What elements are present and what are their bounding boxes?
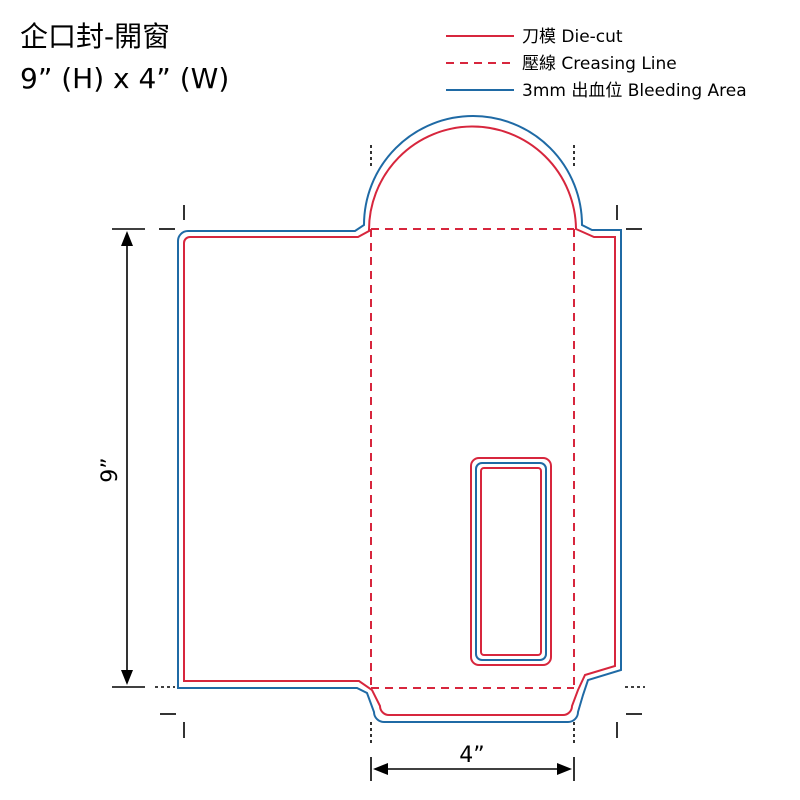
legend-bleed-label: 3mm 出血位 Bleeding Area bbox=[522, 81, 747, 101]
diagram-title: 企口封-開窗 bbox=[20, 20, 170, 53]
window-diecut-outer bbox=[470, 457, 552, 666]
width-dimension-label: 4” bbox=[459, 743, 484, 768]
width-arrow-left-icon bbox=[373, 763, 388, 775]
window-bleed bbox=[475, 462, 547, 661]
height-dimension bbox=[112, 228, 145, 688]
legend-crease-label: 壓線 Creasing Line bbox=[522, 54, 677, 74]
height-arrow-bottom-icon bbox=[121, 670, 133, 685]
bleed-outline bbox=[177, 115, 622, 723]
crop-marks bbox=[155, 145, 645, 744]
window-cutout bbox=[470, 457, 552, 666]
diecut-outline bbox=[183, 125, 616, 716]
creasing-lines bbox=[370, 228, 575, 689]
diagram-size: 9” (H) x 4” (W) bbox=[20, 62, 229, 95]
legend-diecut-label: 刀模 Die-cut bbox=[522, 27, 623, 47]
width-dimension bbox=[370, 757, 575, 781]
height-arrow-top-icon bbox=[121, 231, 133, 246]
width-arrow-right-icon bbox=[557, 763, 572, 775]
window-diecut-inner bbox=[480, 467, 542, 656]
height-dimension-label: 9” bbox=[98, 457, 123, 482]
legend: 刀模 Die-cut 壓線 Creasing Line 3mm 出血位 Blee… bbox=[446, 27, 747, 101]
